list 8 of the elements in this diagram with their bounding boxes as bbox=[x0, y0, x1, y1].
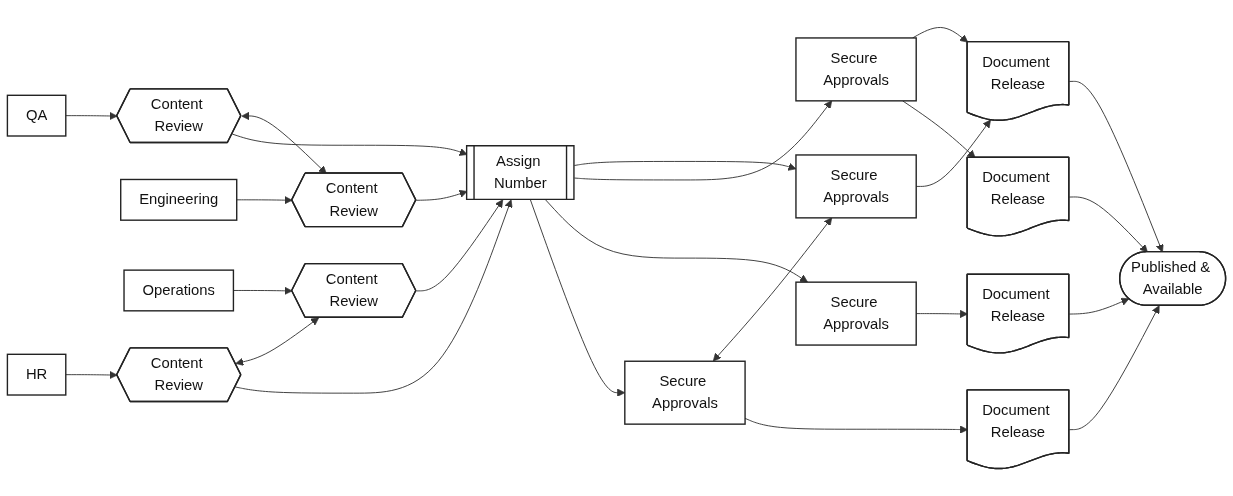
node-box: Engineering bbox=[120, 178, 238, 221]
node-box: Secure Approvals bbox=[795, 37, 917, 102]
node-box: Operations bbox=[123, 269, 235, 312]
node-box: HR bbox=[6, 353, 67, 396]
node-box: QA bbox=[6, 94, 67, 137]
node-box: Secure Approvals bbox=[624, 360, 746, 425]
node-box: Secure Approvals bbox=[795, 281, 917, 346]
node-box: Secure Approvals bbox=[795, 154, 917, 219]
